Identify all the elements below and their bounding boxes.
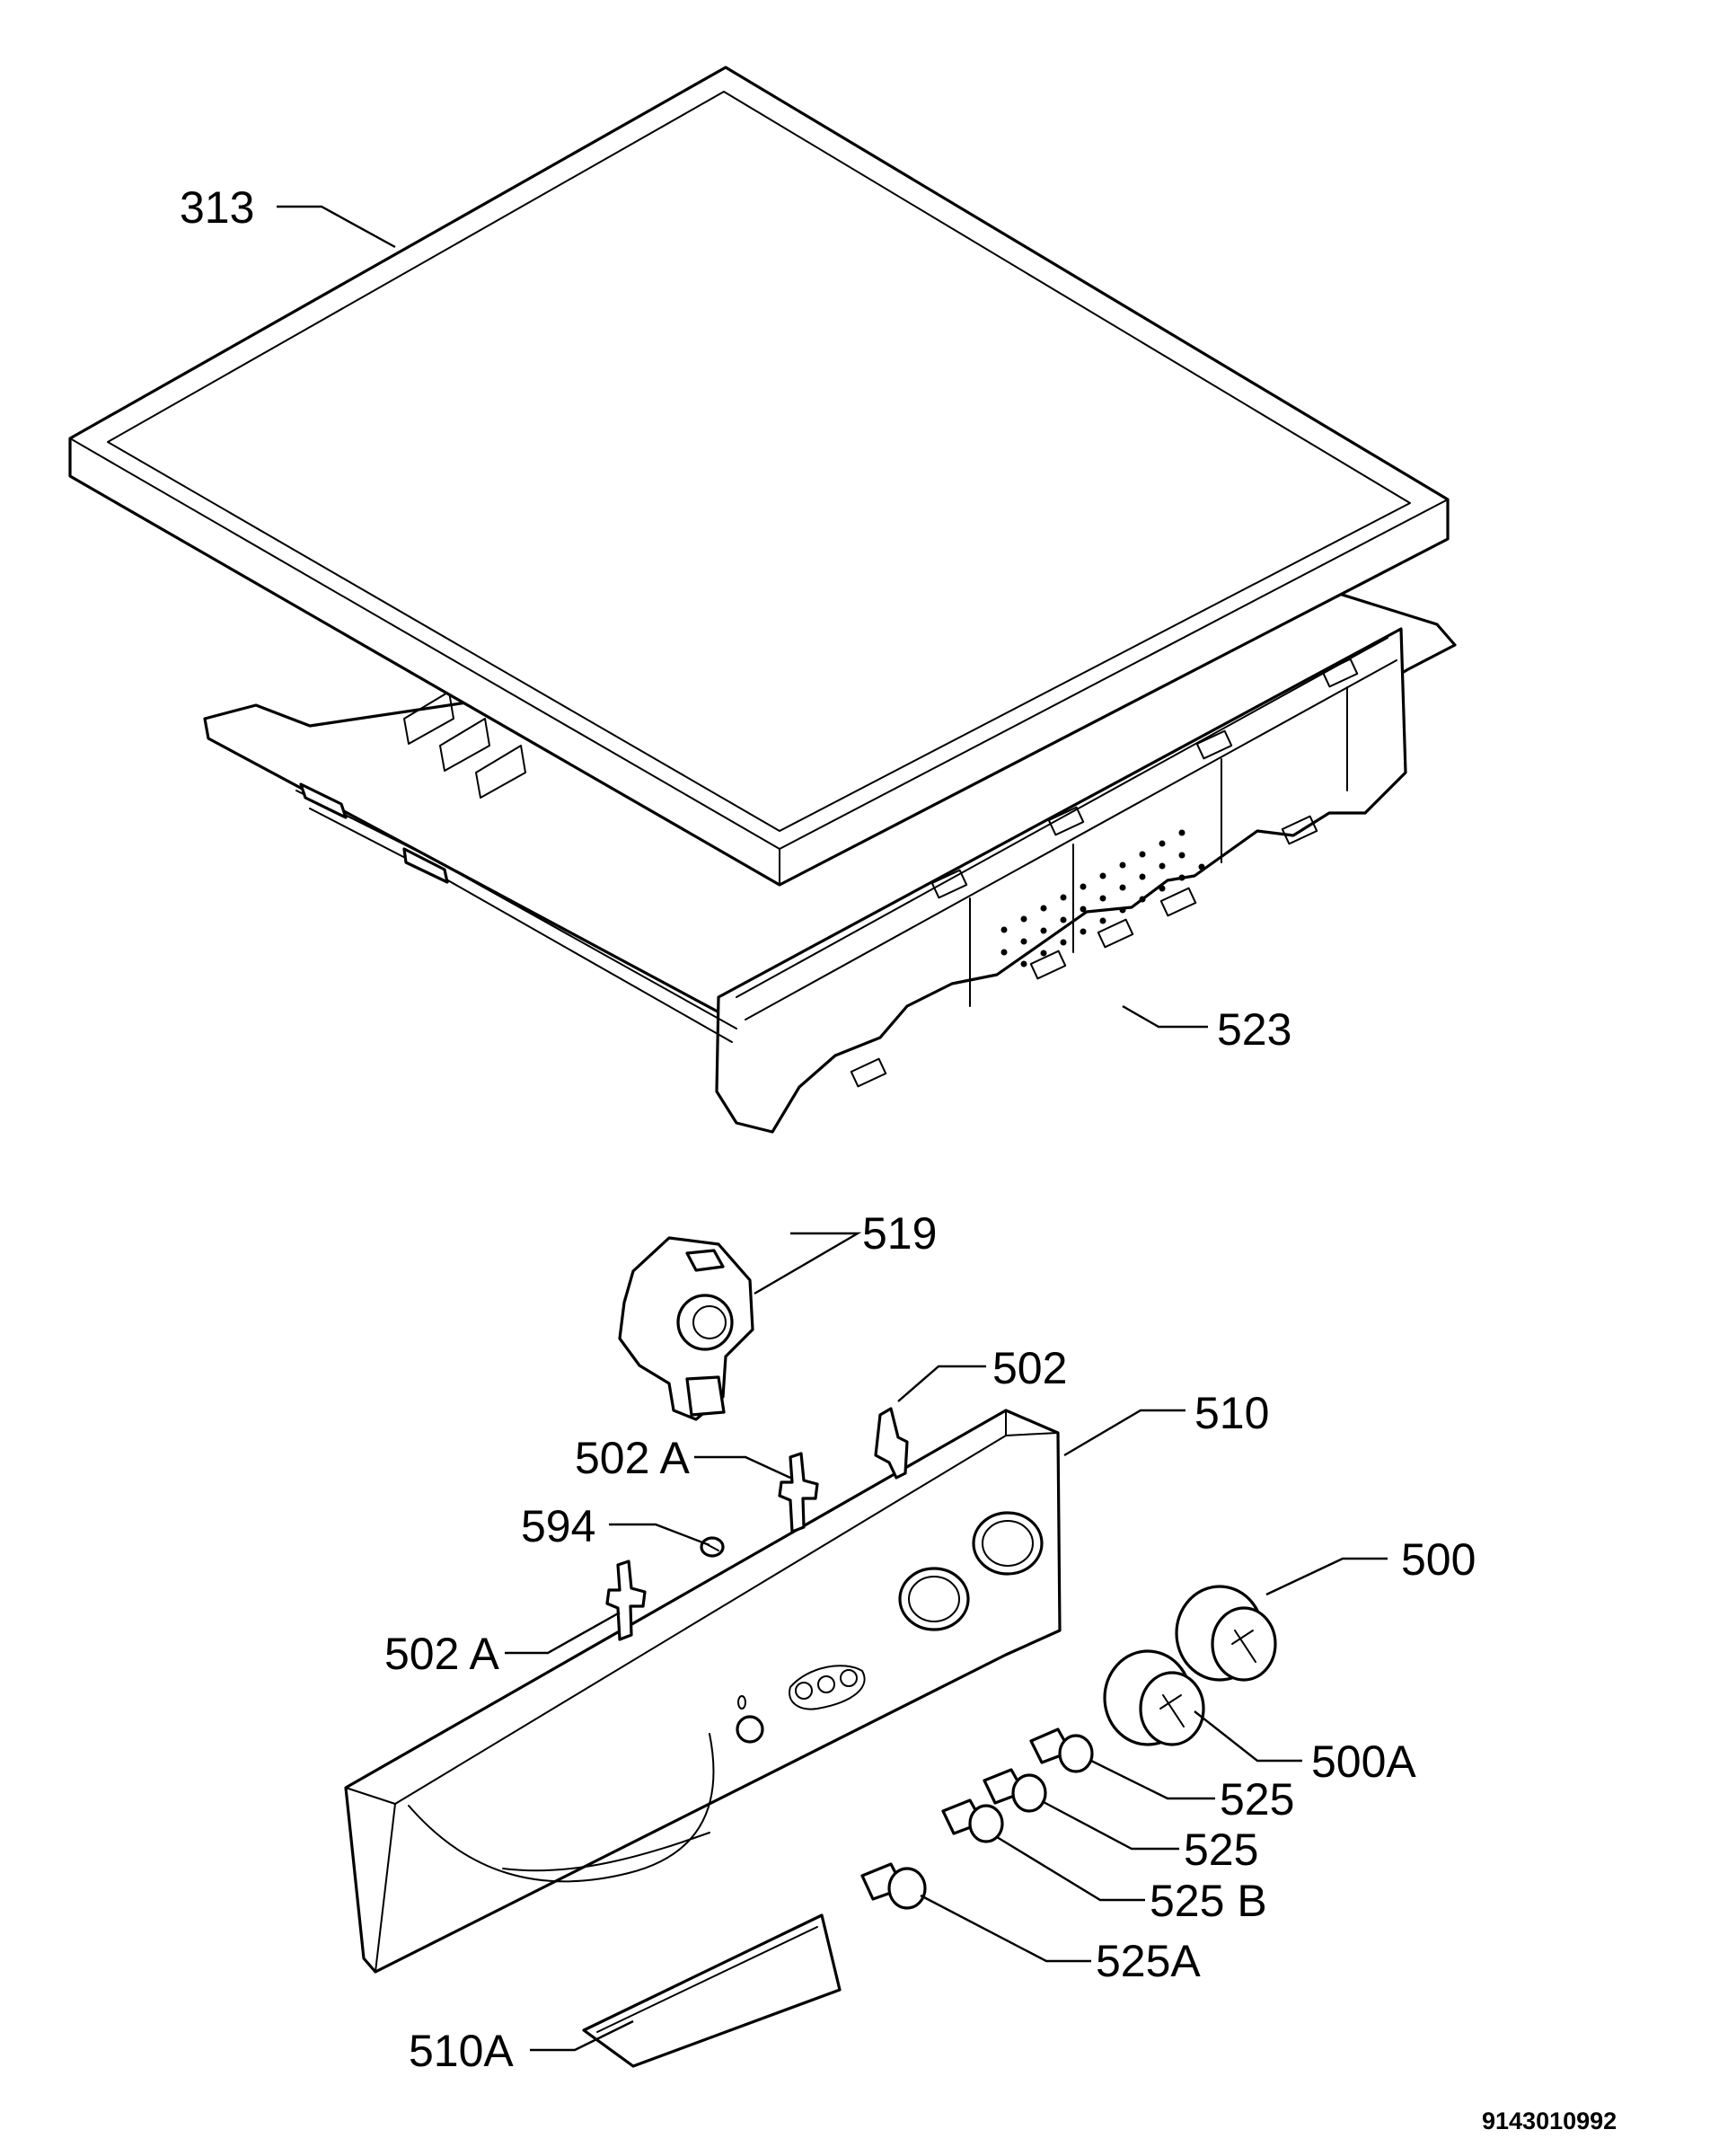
label-510a: 510A: [409, 2026, 514, 2076]
part-525b-button: [941, 1798, 1004, 1843]
part-502-clip: [874, 1407, 909, 1480]
part-594-screw: [700, 1536, 725, 1558]
drawing-code: 9143010992: [1482, 2107, 1617, 2134]
label-525-1: 525: [1220, 1774, 1294, 1825]
label-525-2: 525: [1184, 1825, 1258, 1875]
part-525a-button: [860, 1862, 927, 1910]
part-500-knob: [1175, 1585, 1277, 1682]
part-510-control-panel: [344, 1409, 1062, 1974]
part-500a-knob: [1103, 1649, 1205, 1746]
part-510a-window: [582, 1913, 842, 2068]
part-502a-clip-top: [778, 1452, 819, 1533]
part-525-button-1: [1029, 1727, 1094, 1773]
label-500: 500: [1401, 1534, 1476, 1585]
part-502a-clip-bottom: [605, 1560, 647, 1641]
part-313-top-cover: [68, 66, 1450, 887]
label-313: 313: [180, 182, 254, 233]
part-519-bracket: [618, 1236, 754, 1421]
label-519: 519: [862, 1208, 937, 1259]
vent-holes: [1000, 829, 1205, 968]
label-500a: 500A: [1311, 1736, 1416, 1787]
label-502a-top: 502 A: [575, 1433, 691, 1483]
label-594: 594: [521, 1501, 595, 1551]
label-523: 523: [1217, 1004, 1291, 1055]
label-510: 510: [1194, 1388, 1269, 1438]
label-525b: 525 B: [1150, 1876, 1267, 1926]
label-525a: 525A: [1096, 1936, 1201, 1986]
label-502: 502: [992, 1343, 1067, 1393]
leader-lines: [277, 205, 1388, 2052]
part-525-button-2: [983, 1768, 1047, 1813]
label-502a-bottom: 502 A: [384, 1629, 500, 1679]
